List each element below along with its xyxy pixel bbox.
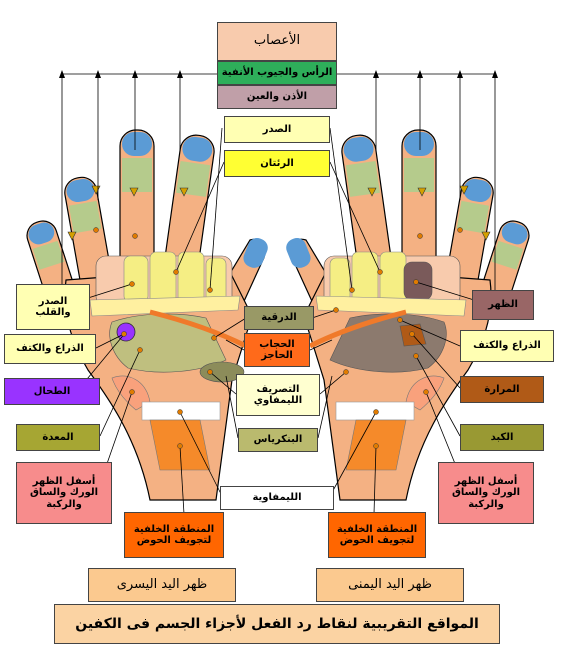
right-finger-band (404, 158, 434, 192)
label-lower-back-right: أسفل الظهر الورك والساق والركبة (438, 462, 534, 524)
connector-dot (132, 233, 138, 239)
arrowhead (457, 70, 463, 78)
right-chest-band (315, 295, 467, 317)
right-marker (481, 231, 491, 241)
left-hand-back-caption: ظهر اليد اليسرى (88, 568, 236, 602)
right-marker (459, 185, 469, 195)
left-finger-band (122, 158, 152, 192)
connector-dot (207, 369, 213, 375)
left-finger-band (68, 200, 102, 234)
left-diaphragm-line (149, 309, 248, 349)
left-finger-band (176, 161, 211, 197)
arrowhead (59, 70, 65, 78)
right-marker (367, 187, 377, 197)
left-ring-tip (66, 179, 95, 203)
left-marker (129, 187, 139, 197)
label-pancreas: البنكرياس (238, 428, 318, 452)
label-thyroid: الدرقية (244, 306, 314, 330)
connector-dot (333, 307, 339, 313)
label-lower-back-left: أسفل الظهر الورك والساق والركبة (16, 462, 112, 524)
connector-dot (177, 443, 183, 449)
connector-dots (93, 227, 463, 449)
label-ear-eye: الأذن والعين (217, 85, 337, 109)
left-pinky-tip (28, 222, 55, 245)
left-chest-band (89, 295, 241, 317)
figure-caption: المواقع التقريبية لنقاط رد الفعل لأجزاء … (54, 604, 500, 644)
connector-dot (343, 369, 349, 375)
left-lung-2 (149, 251, 177, 305)
label-lymph-drain: التصريف الليمفاوي (236, 374, 320, 416)
connector-dot (417, 233, 423, 239)
connector-dot (129, 389, 135, 395)
connector-dot (413, 279, 419, 285)
label-lymph: الليمفاوية (220, 486, 334, 510)
right-lung-1 (329, 257, 351, 303)
connectors (61, 73, 496, 515)
right-ring-tip (463, 179, 492, 203)
right-hand-back-caption: ظهر اليد اليمنى (316, 568, 464, 602)
arrowhead (492, 70, 498, 78)
connector-dot (373, 409, 379, 415)
left-marker (179, 187, 189, 197)
left-hand (26, 129, 268, 501)
arrowhead (177, 70, 183, 78)
connector-dot (413, 353, 419, 359)
label-diaphragm: الحجاب الحاجز (244, 333, 310, 367)
left-middle-tip (122, 132, 152, 156)
left-lung-1 (123, 255, 149, 303)
left-thumb-tip (243, 237, 268, 268)
connector-dot (211, 335, 217, 341)
label-chest: الصدر (224, 116, 330, 143)
right-finger-band (456, 200, 490, 234)
label-pelvis-left: المنطقة الخلفية لتجويف الحوض (124, 512, 224, 558)
left-marker (67, 231, 77, 241)
label-back: الظهر (472, 290, 534, 320)
connector-dot (207, 287, 213, 293)
connector-dot (457, 227, 463, 233)
label-lungs: الرئتان (224, 150, 330, 177)
label-chest-heart: الصدر والقلب (16, 284, 90, 330)
arrowheads (59, 70, 498, 78)
right-marker (417, 187, 427, 197)
right-finger-band (491, 240, 524, 270)
arrowhead (95, 70, 101, 78)
left-lung-4 (205, 257, 227, 303)
right-hand (286, 129, 530, 501)
connector-dot (137, 347, 143, 353)
right-middle-tip (404, 132, 434, 156)
label-arm-shoulder-right: الذراع والكتف (460, 330, 554, 362)
arrowhead (373, 70, 379, 78)
connector-dot (377, 269, 383, 275)
right-diaphragm-line (308, 309, 407, 349)
right-thumb-tip (286, 237, 311, 268)
label-gallbladder: المرارة (460, 376, 544, 403)
connector-dot (121, 331, 127, 337)
right-pinky-tip (501, 222, 528, 245)
connector-dot (409, 331, 415, 337)
label-pelvis-right: المنطقة الخلفية لتجويف الحوض (328, 512, 426, 558)
label-head-sinus: الرأس والجيوب الأنفية (217, 61, 337, 85)
label-stomach: المعدة (16, 424, 100, 451)
label-nerves: الأعصاب (217, 22, 337, 61)
arrowhead (132, 70, 138, 78)
label-liver: الكبد (460, 424, 544, 451)
connector-dot (373, 443, 379, 449)
arrowhead (417, 70, 423, 78)
connector-dot (177, 409, 183, 415)
connector-dot (129, 281, 135, 287)
label-spleen: الطحال (4, 378, 100, 405)
right-lung-3 (379, 251, 407, 305)
left-finger-band (32, 240, 65, 270)
connector-dot (93, 227, 99, 233)
connector-dot (397, 317, 403, 323)
left-lung-3 (177, 251, 205, 305)
right-finger-band (345, 161, 380, 197)
left-index-tip (182, 136, 213, 162)
right-index-tip (343, 136, 374, 162)
connector-dot (423, 389, 429, 395)
connector-dot (173, 269, 179, 275)
label-arm-shoulder-left: الذراع والكتف (4, 334, 96, 364)
connector-dot (349, 287, 355, 293)
